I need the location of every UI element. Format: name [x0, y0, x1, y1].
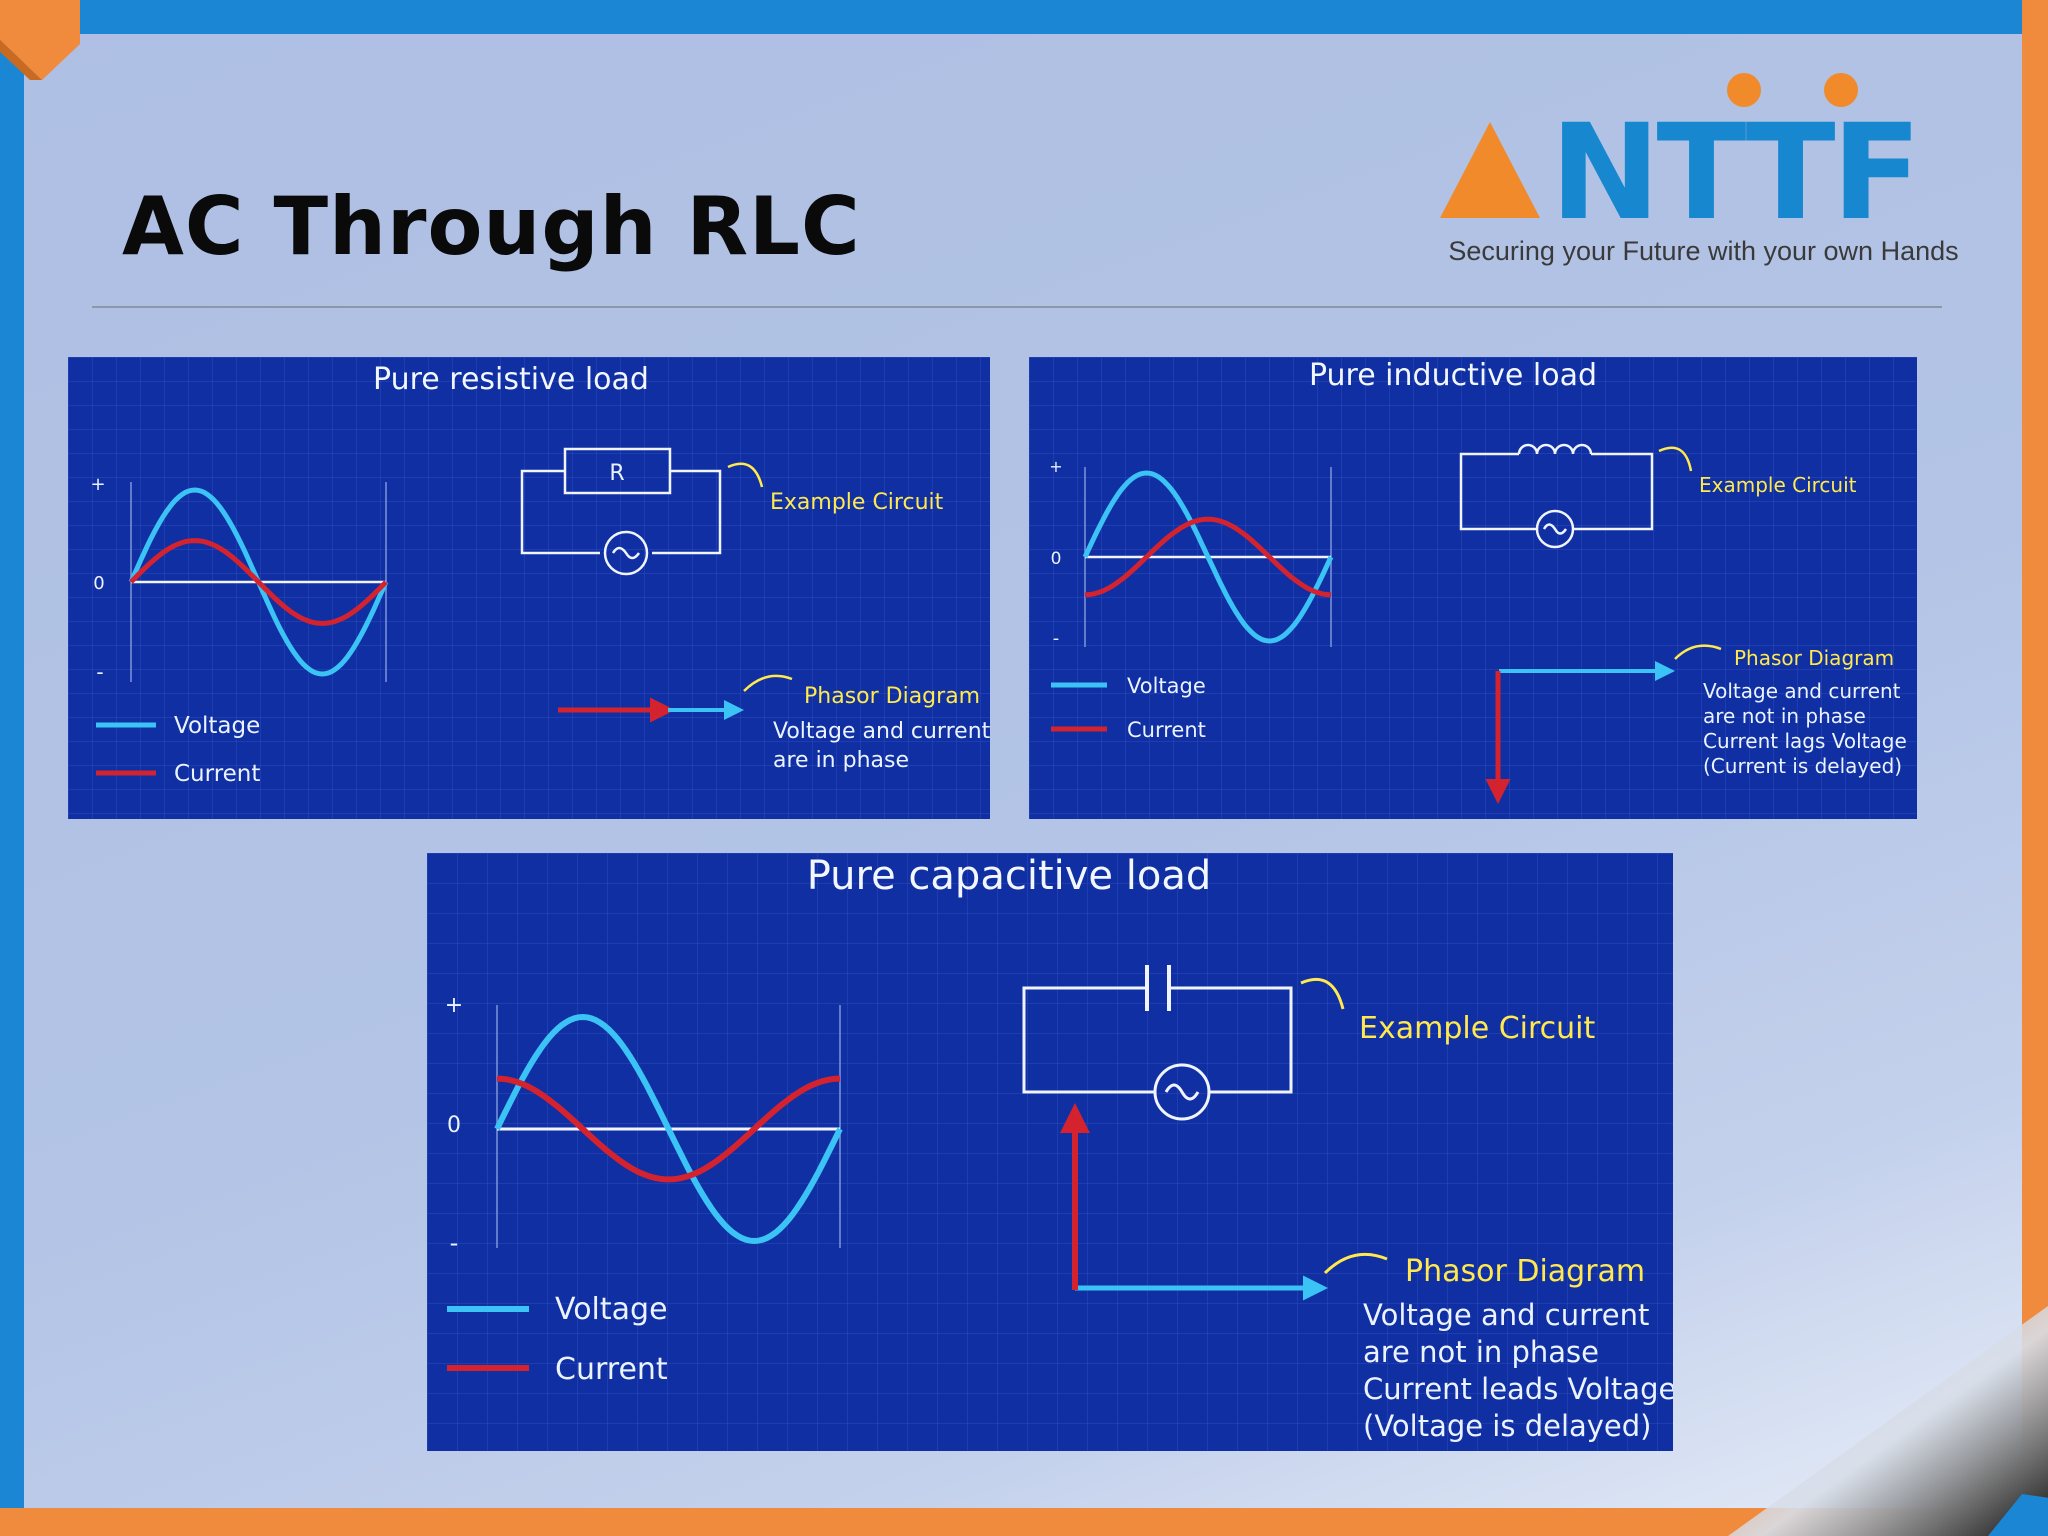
corner-shadow-bottom-right	[1728, 1306, 2048, 1536]
phasor-diagram-label: Phasor Diagram	[1734, 646, 1894, 670]
current-wave	[1084, 516, 1332, 598]
logo-wordmark: NTTF	[1550, 96, 1918, 250]
axis-zero-label: 0	[447, 1113, 461, 1138]
phasor-text-line-4: (Voltage is delayed)	[1363, 1409, 1652, 1443]
legend-current-label: Current	[1127, 718, 1206, 742]
axis-zero-label: 0	[1051, 549, 1062, 569]
phasor-text-line-2: are in phase	[773, 748, 909, 773]
phasor-text-line-3: Current leads Voltage	[1363, 1372, 1673, 1406]
axis-plus-label: +	[1049, 457, 1062, 476]
legend-voltage-label: Voltage	[1127, 674, 1206, 698]
axis-plus-label: +	[90, 474, 105, 495]
phasor-text-line-1: Voltage and current	[1363, 1298, 1649, 1332]
nttf-logo: NTTF	[1440, 73, 1922, 250]
current-wave	[496, 1075, 841, 1183]
panel-resistive-load: Pure resistive load + 0 - Voltage Curren…	[68, 357, 990, 819]
phasor-text-line-1: Voltage and current	[773, 719, 990, 744]
axis-zero-label: 0	[93, 573, 104, 594]
corner-accent-top-left	[0, 0, 80, 80]
axis-minus-label: -	[1053, 628, 1060, 649]
phasor-text-line-1: Voltage and current	[1703, 679, 1901, 703]
legend-current-label: Current	[555, 1352, 668, 1387]
example-circuit-label: Example Circuit	[1359, 1011, 1595, 1046]
logo-tagline: Securing your Future with your own Hands	[1448, 236, 1959, 266]
phasor-text-line-4: (Current is delayed)	[1703, 754, 1902, 778]
title-divider	[92, 306, 1942, 308]
phasor-diagram-label: Phasor Diagram	[1405, 1254, 1645, 1289]
current-wave	[129, 538, 388, 626]
panel-title: Pure resistive load	[373, 362, 649, 397]
legend-voltage-label: Voltage	[174, 713, 260, 739]
example-circuit-label: Example Circuit	[770, 490, 944, 515]
panel-title: Pure inductive load	[1309, 358, 1597, 393]
example-circuit-capacitor	[1022, 965, 1293, 1121]
bottom-border	[0, 1508, 2048, 1536]
phasor-text-line-2: are not in phase	[1703, 704, 1866, 728]
example-circuit-label: Example Circuit	[1699, 473, 1857, 497]
right-border	[2022, 0, 2048, 1536]
phasor-text-line-2: are not in phase	[1363, 1335, 1599, 1369]
example-circuit-inductor	[1459, 443, 1654, 549]
phasor-text-line-3: Current lags Voltage	[1703, 729, 1907, 753]
page-title: AC Through RLC	[122, 180, 861, 273]
legend-current-label: Current	[174, 761, 260, 787]
resistor-label: R	[609, 461, 624, 486]
axis-plus-label: +	[445, 993, 463, 1018]
legend-voltage-label: Voltage	[555, 1292, 668, 1327]
panel-title: Pure capacitive load	[807, 853, 1211, 899]
panel-inductive-load: Pure inductive load + 0 - Voltage Curren…	[1029, 357, 1917, 819]
axis-minus-label: -	[96, 660, 103, 684]
phasor-diagram-label: Phasor Diagram	[804, 684, 980, 709]
left-border	[0, 0, 24, 1536]
top-border	[0, 0, 2048, 34]
example-circuit-resistor	[520, 447, 722, 576]
voltage-wave	[1082, 470, 1334, 644]
voltage-wave	[494, 1013, 843, 1245]
axis-minus-label: -	[450, 1229, 459, 1257]
panel-capacitive-load: Pure capacitive load + 0 - Voltage Curre…	[427, 853, 1673, 1451]
